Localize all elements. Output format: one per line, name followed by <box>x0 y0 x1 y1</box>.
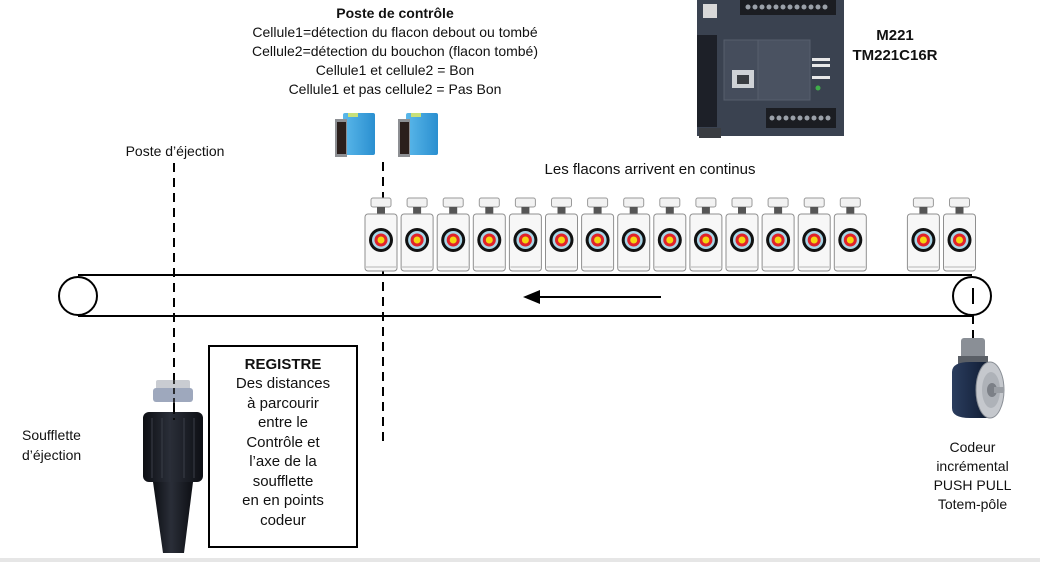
target-label-icon <box>730 228 754 252</box>
register-line: soufflette <box>252 472 314 490</box>
register-line: Des distances <box>235 375 331 392</box>
control-post-block: Poste de contrôle Cellule1=détection du … <box>225 4 565 99</box>
control-post-line: Cellule2=détection du bouchon (flacon to… <box>251 43 539 59</box>
target-label-icon <box>693 228 718 252</box>
target-label-icon <box>621 228 646 252</box>
blower-label: Soufflette d’éjection <box>22 425 112 465</box>
target-label-icon <box>911 228 936 252</box>
control-post-line: Cellule1 et cellule2 = Bon <box>315 62 475 78</box>
bottle-icon <box>400 197 434 272</box>
plc-m221-image <box>697 0 844 138</box>
bottle-icon <box>689 197 723 272</box>
target-label-icon <box>369 228 393 252</box>
control-post-line: Cellule1 et pas cellule2 = Pas Bon <box>288 81 502 97</box>
bottle-icon <box>943 197 976 272</box>
register-line: à parcourir <box>247 394 319 412</box>
target-label-icon <box>477 228 502 252</box>
register-line: l’axe de la <box>249 453 317 470</box>
bottle-icon <box>761 197 795 272</box>
bottle-icon <box>906 197 940 272</box>
bottles-row <box>364 197 976 272</box>
bottle-icon <box>508 197 542 272</box>
register-line: Contrôle et <box>246 433 320 451</box>
incremental-encoder-image <box>952 338 1005 419</box>
register-title: REGISTRE <box>244 356 322 373</box>
target-label-icon <box>549 228 574 252</box>
encoder-label-line: Codeur <box>949 439 996 455</box>
plc-qr-code <box>703 4 717 18</box>
register-line: en en points <box>242 492 324 509</box>
target-label-icon <box>838 228 863 252</box>
register-line: entre le <box>257 414 309 431</box>
target-label-icon <box>802 228 827 252</box>
bottle-icon <box>436 197 470 272</box>
register-line: codeur <box>260 511 306 529</box>
encoder-label-line: Totem-pôle <box>937 496 1008 512</box>
plc-side-module <box>697 35 717 127</box>
control-post-title: Poste de contrôle <box>336 5 454 21</box>
conveyor-belt <box>58 274 992 317</box>
sensor-cellule1-icon <box>335 113 375 157</box>
plc-model-line1: M221 <box>876 27 914 44</box>
encoder-label: Codeur incrémental PUSH PULL Totem-pôle <box>920 438 1025 514</box>
schneider-logo-icon <box>815 85 821 91</box>
target-label-icon <box>766 228 791 252</box>
target-label-icon <box>441 228 466 252</box>
bottom-edge <box>0 558 1040 562</box>
ejection-post-label: Poste d’éjection <box>125 143 225 159</box>
target-label-icon <box>947 228 972 252</box>
bottle-icon <box>833 197 867 272</box>
plc-top-screws <box>745 4 828 10</box>
bottle-icon <box>581 197 615 272</box>
flow-label: Les flacons arrivent en continus <box>544 161 756 178</box>
bottle-icon <box>797 197 831 272</box>
target-label-icon <box>513 228 538 252</box>
target-label-icon <box>657 228 682 252</box>
sensor-cellule2-icon <box>398 113 438 157</box>
direction-arrow-left-icon <box>523 290 661 304</box>
control-post-line: Cellule1=détection du flacon debout ou t… <box>252 24 538 40</box>
target-label-icon <box>585 228 610 252</box>
bottle-icon <box>364 197 398 272</box>
target-label-icon <box>405 228 430 252</box>
encoder-label-line: incrémental <box>936 458 1009 474</box>
bottle-icon <box>653 197 687 272</box>
bottle-icon <box>617 197 651 272</box>
bottle-icon <box>725 197 759 272</box>
bottle-icon <box>545 197 578 272</box>
encoder-label-line: PUSH PULL <box>933 477 1012 493</box>
blower-nozzle-image <box>143 378 203 553</box>
bottle-icon <box>472 197 506 272</box>
plc-label: M221 TM221C16R <box>840 26 950 66</box>
blower-label-line1: Soufflette <box>22 427 81 443</box>
left-pulley-icon <box>58 276 98 316</box>
blower-label-line2: d’éjection <box>22 447 82 463</box>
register-box: REGISTRE Des distances à parcourir entre… <box>208 345 358 548</box>
plc-model-line2: TM221C16R <box>852 47 938 64</box>
